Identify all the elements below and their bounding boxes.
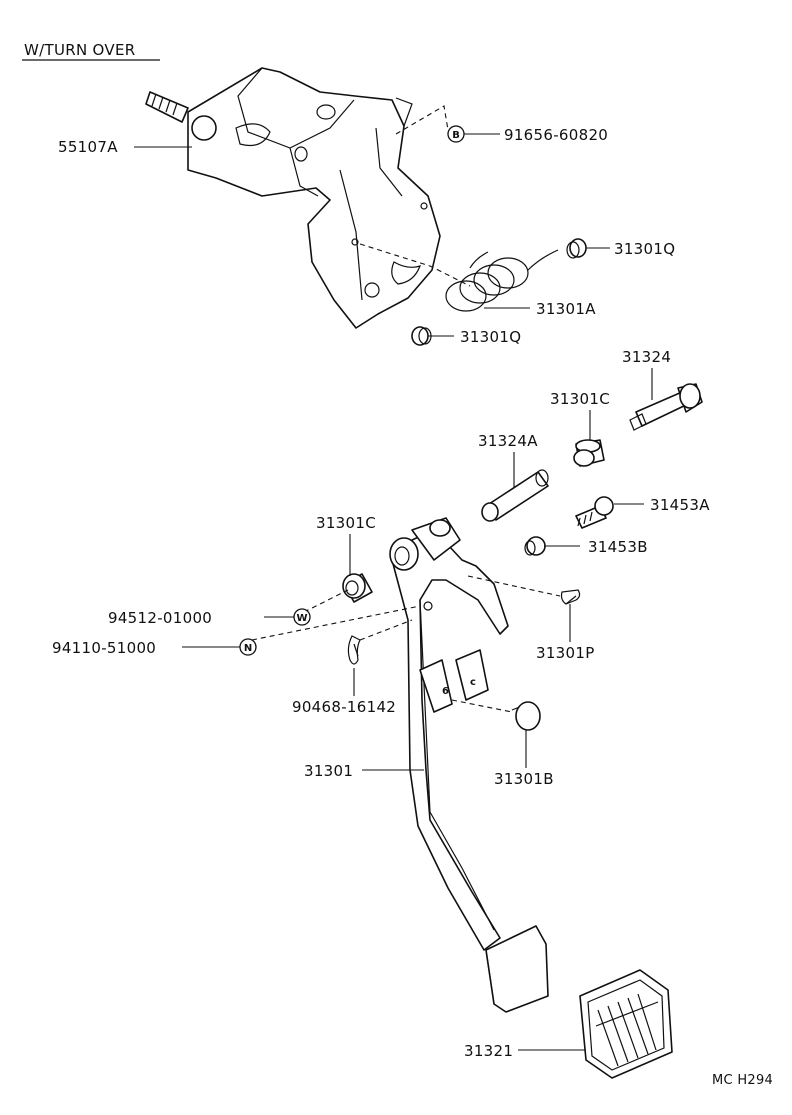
label-31453b: 31453B [588, 538, 648, 556]
bushing-31301c-right [573, 439, 605, 467]
leader-dash-31301p [467, 575, 561, 597]
label-31301q-lower: 31301Q [460, 328, 521, 346]
pedal-pad [579, 969, 673, 1079]
leader-dash-91656 [395, 105, 449, 135]
leader-dash-spring [359, 243, 471, 287]
label-31301q-upper: 31301Q [614, 240, 675, 258]
symbol-n: N [239, 638, 257, 656]
pedal-foot [485, 925, 549, 1013]
bushing-31301c-left [342, 573, 373, 603]
pedal-cushion [511, 701, 541, 731]
return-spring [445, 249, 559, 312]
stopper-cushion [524, 536, 546, 556]
symbol-b: B [447, 125, 465, 143]
svg-text:B: B [452, 130, 460, 141]
figure-code: MC H294 [712, 1073, 773, 1088]
leader-dash-94110 [251, 605, 421, 641]
pivot-collar [481, 469, 549, 522]
pedal-bracket [145, 67, 441, 329]
bushing-31301q-upper [566, 238, 587, 259]
bracket-stud [145, 91, 189, 123]
stud-boss [191, 115, 217, 141]
svg-text:N: N [244, 643, 252, 654]
svg-text:W: W [296, 613, 307, 624]
label-31324: 31324 [622, 348, 671, 366]
label-31301: 31301 [304, 762, 353, 780]
label-94512-01000: 94512-01000 [108, 609, 212, 627]
label-31301p: 31301P [536, 644, 595, 662]
stopper-bolt [575, 496, 614, 529]
block-mark-left: 6 [442, 686, 449, 697]
label-91656-60820: 91656-60820 [504, 126, 608, 144]
leader-dash-90468 [359, 619, 413, 641]
pivot-bolt [629, 383, 703, 431]
symbol-w: W [293, 608, 311, 626]
variant-heading: W/TURN OVER [24, 41, 135, 59]
label-31301c-right: 31301C [550, 390, 610, 408]
label-31321: 31321 [464, 1042, 513, 1060]
clutch-pedal-lever: 6 c [389, 517, 509, 951]
label-31324a: 31324A [478, 432, 538, 450]
block-mark-right: c [470, 677, 476, 688]
label-94110-51000: 94110-51000 [52, 639, 156, 657]
label-31301c-left: 31301C [316, 514, 376, 532]
label-90468-16142: 90468-16142 [292, 698, 396, 716]
clevis-clip [560, 589, 581, 605]
leader-dash-31301b [451, 699, 513, 713]
leader-dash-94512 [303, 589, 349, 613]
label-31301b: 31301B [494, 770, 554, 788]
label-55107a: 55107A [58, 138, 118, 156]
cotter-pin [347, 635, 361, 665]
label-31301a: 31301A [536, 300, 596, 318]
label-31453a: 31453A [650, 496, 710, 514]
